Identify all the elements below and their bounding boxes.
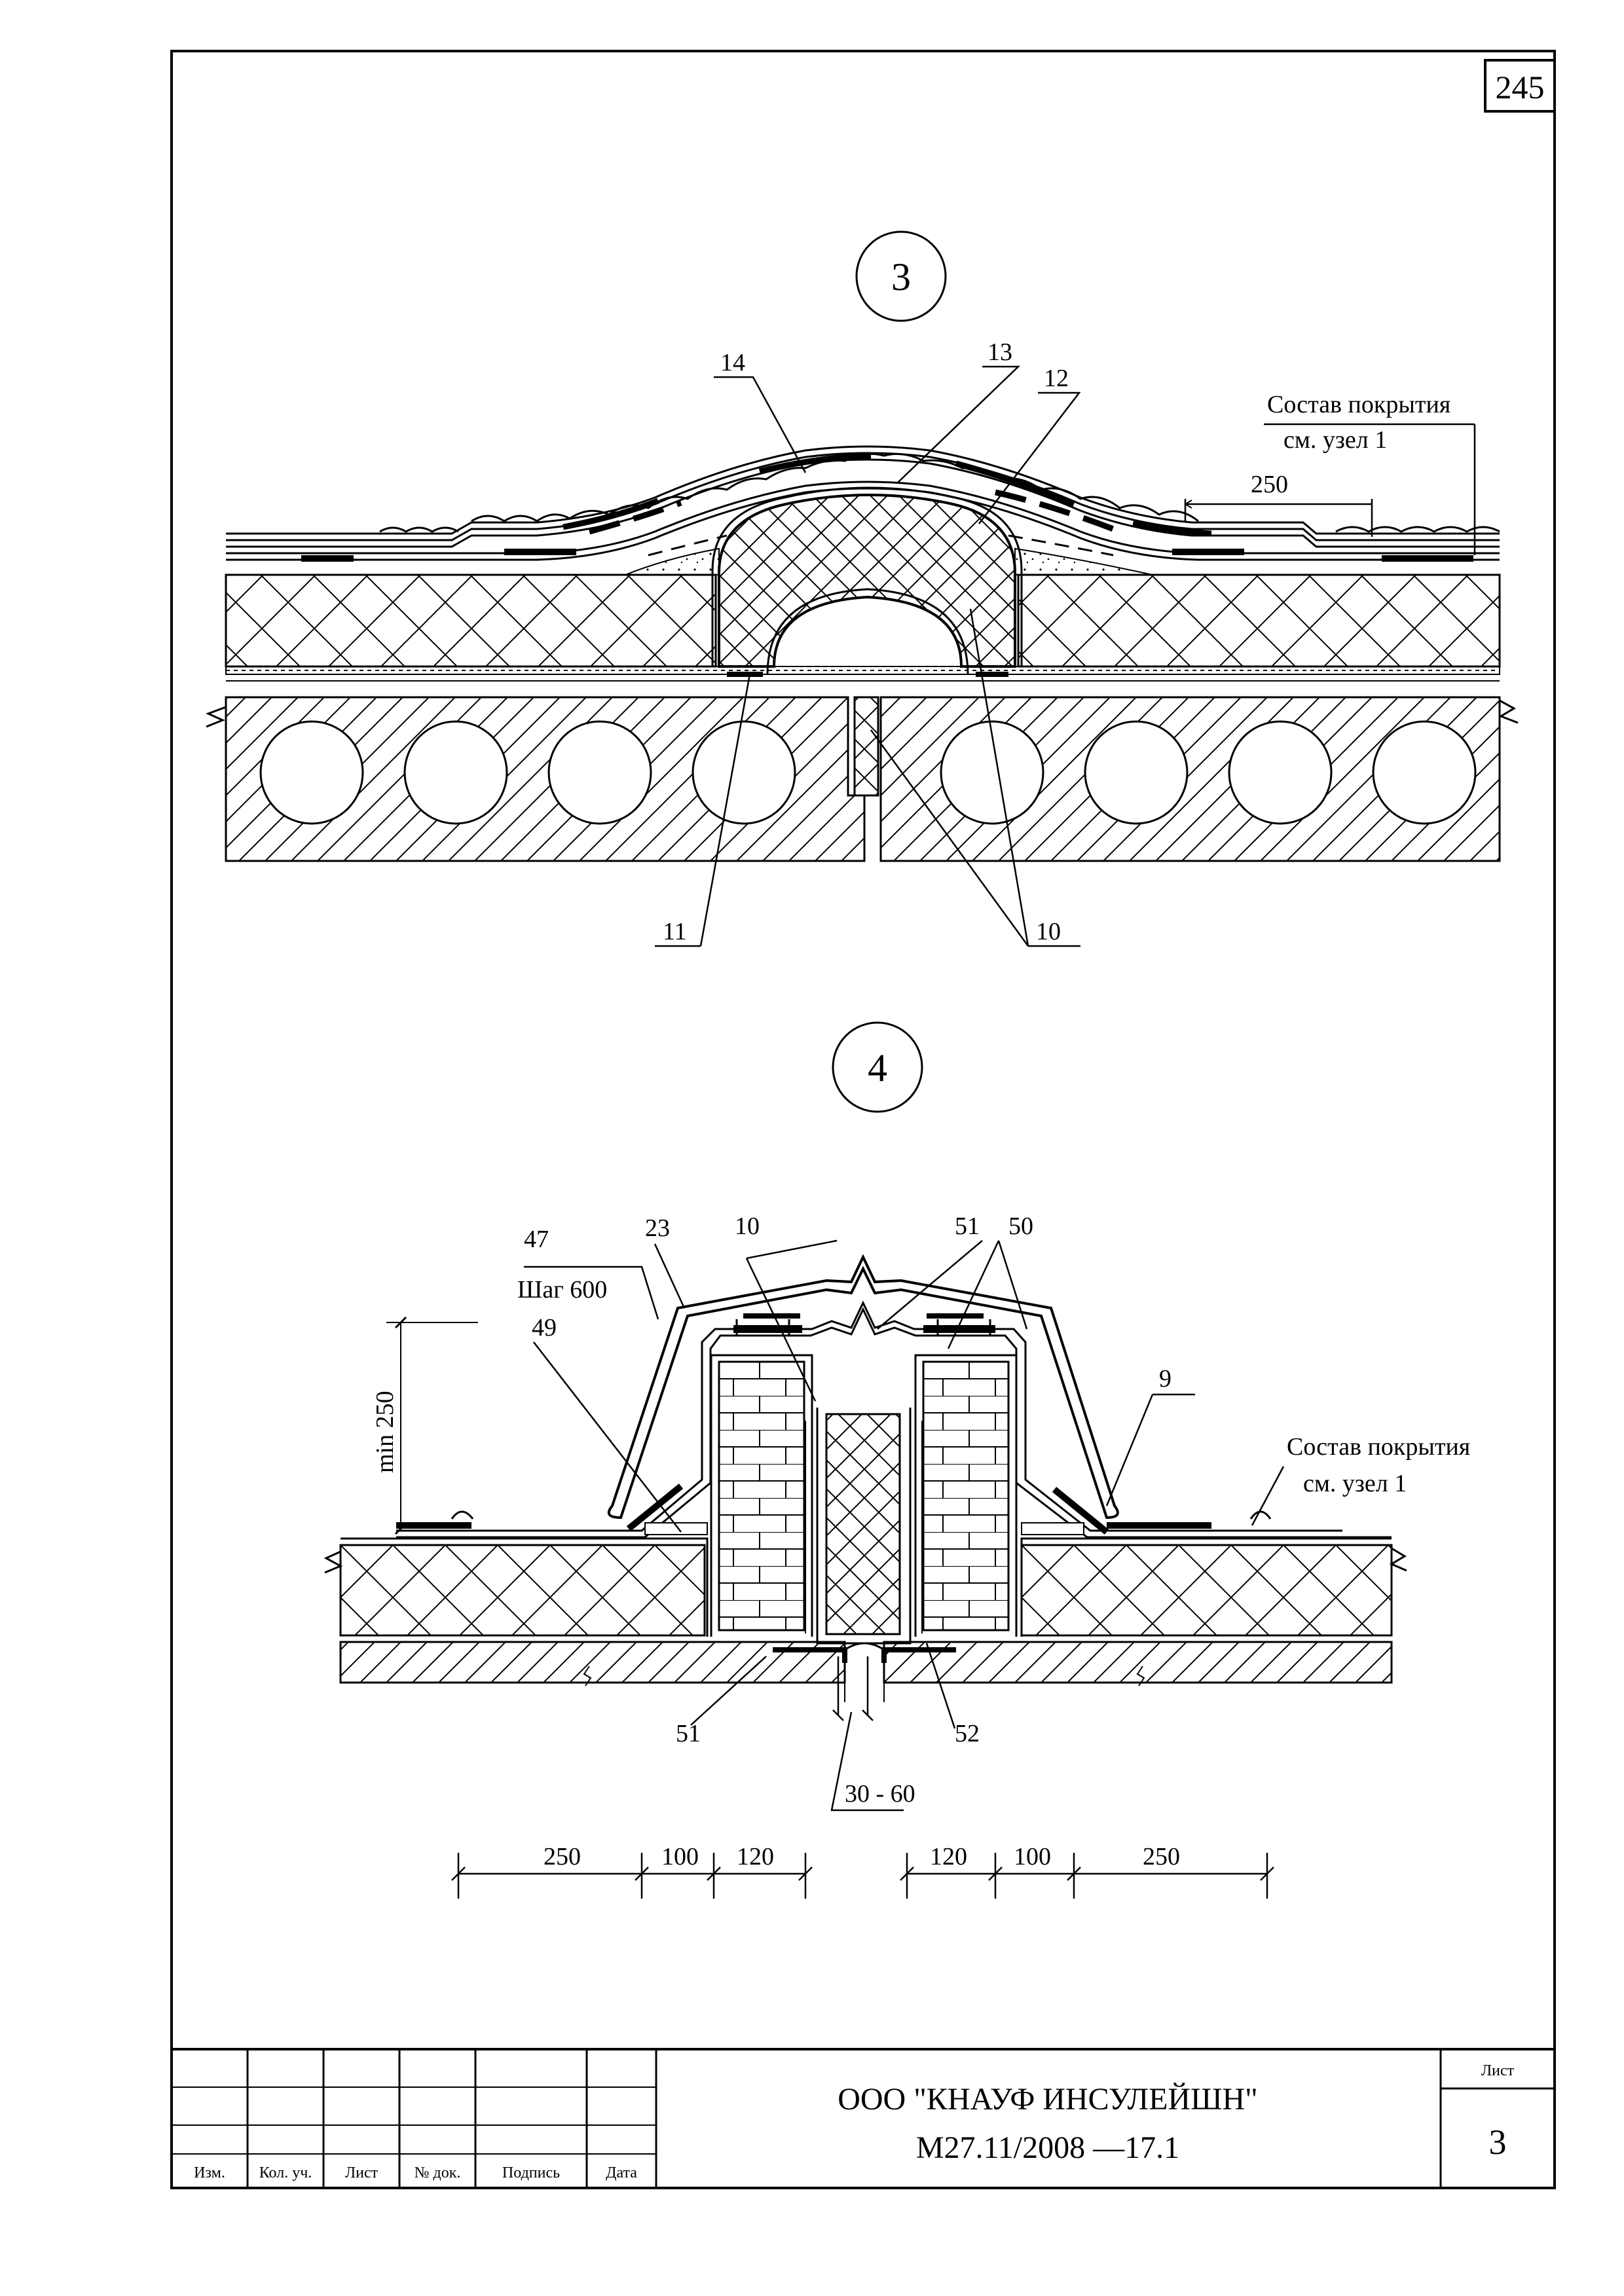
document-code: М27.11/2008 —17.1 xyxy=(916,2130,1179,2165)
roofing-membrane-layers xyxy=(226,445,1500,562)
detail-3-callouts xyxy=(655,365,1476,947)
arched-insert xyxy=(718,494,1016,668)
joint-gap-dimension: 30 - 60 xyxy=(845,1780,915,1808)
hollow-core-slab xyxy=(206,696,1519,862)
insulation-left xyxy=(339,1544,706,1637)
callout-49: 49 xyxy=(532,1314,557,1341)
detail-3-marker xyxy=(855,230,947,322)
sheet-number: 3 xyxy=(1489,2123,1507,2162)
brick-wall-left xyxy=(718,1360,805,1631)
detail-4-marker-label: 4 xyxy=(868,1046,887,1089)
base-slab xyxy=(339,1641,1393,1702)
insulation-left xyxy=(225,574,717,668)
detail-4-marker xyxy=(832,1021,923,1113)
roof-composition-note-line2: см. узел 1 xyxy=(1303,1470,1407,1497)
dim-left-100: 100 xyxy=(661,1843,699,1870)
dimension-250: 250 xyxy=(1251,471,1288,498)
title-block: Изм. Кол. уч. Лист № док. Подпись Дата О… xyxy=(170,2048,1556,2189)
header-list: Лист xyxy=(345,2164,378,2181)
callout-9: 9 xyxy=(1159,1365,1172,1393)
header-kol-uch: Кол. уч. xyxy=(259,2164,312,2181)
page-number: 245 xyxy=(1496,69,1545,105)
callout-50: 50 xyxy=(1008,1212,1033,1240)
roof-composition-note-line2: см. узел 1 xyxy=(1283,426,1387,454)
company-name: ООО "КНАУФ ИНСУЛЕЙШН" xyxy=(838,2082,1258,2117)
dim-right-100: 100 xyxy=(1014,1843,1051,1870)
dimension-lines xyxy=(451,1853,1274,1899)
callout-14: 14 xyxy=(720,349,745,376)
brick-wall-right xyxy=(922,1360,1010,1631)
header-doc-no: № док. xyxy=(415,2164,461,2181)
callout-13: 13 xyxy=(987,338,1012,366)
callout-11: 11 xyxy=(663,918,687,945)
dim-right-250: 250 xyxy=(1143,1843,1180,1870)
detail-3-marker-label: 3 xyxy=(891,255,911,299)
header-signature: Подпись xyxy=(502,2164,560,2181)
min-height-label: min 250 xyxy=(371,1391,399,1473)
insulation-right xyxy=(1020,1544,1393,1637)
callout-47: 47 xyxy=(524,1226,549,1253)
callout-51-bottom: 51 xyxy=(676,1720,701,1747)
roof-composition-note-line1: Состав покрытия xyxy=(1287,1433,1470,1461)
metal-cap-flashing xyxy=(607,1254,1119,1520)
callout-10: 10 xyxy=(1036,918,1061,945)
dim-left-250: 250 xyxy=(544,1843,581,1870)
callout-23: 23 xyxy=(645,1214,670,1242)
page-number-box xyxy=(1484,59,1556,113)
detail-4: 4 xyxy=(323,1021,1470,1899)
roofing-membrane-layers xyxy=(396,1300,1392,1539)
sheet-frame xyxy=(170,50,1556,2189)
sheet-label: Лист xyxy=(1481,2062,1515,2079)
header-date: Дата xyxy=(606,2164,637,2181)
vapour-barrier xyxy=(225,666,1500,682)
callout-10: 10 xyxy=(735,1212,760,1240)
callout-12: 12 xyxy=(1044,365,1069,392)
callout-52: 52 xyxy=(955,1720,980,1747)
dim-left-120: 120 xyxy=(737,1843,774,1870)
levelling-screed xyxy=(625,547,1153,575)
roof-composition-note-line1: Состав покрытия xyxy=(1267,391,1450,418)
step-label: Шаг 600 xyxy=(517,1276,607,1303)
detail-4-callouts xyxy=(524,1239,1285,1812)
detail-3: 3 xyxy=(206,230,1519,947)
dim-right-120: 120 xyxy=(930,1843,967,1870)
insulation-right xyxy=(1017,574,1501,668)
compressible-insert xyxy=(825,1413,901,1635)
callout-51-top: 51 xyxy=(955,1212,980,1240)
header-izm: Изм. xyxy=(194,2164,225,2181)
